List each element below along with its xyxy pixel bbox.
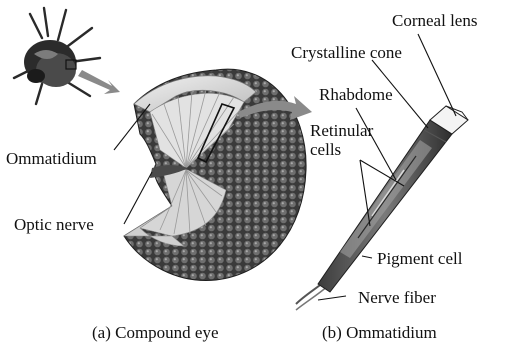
label-crystalline-cone: Crystalline cone	[291, 44, 402, 62]
label-optic-nerve: Optic nerve	[14, 216, 94, 234]
caption-a: (a) Compound eye	[92, 324, 219, 342]
label-retinular-cells: Retinular cells	[310, 122, 373, 159]
zoom-arrow-1	[78, 70, 120, 94]
label-corneal-lens: Corneal lens	[392, 12, 477, 30]
caption-b: (b) Ommatidium	[322, 324, 437, 342]
label-nerve-fiber: Nerve fiber	[358, 289, 436, 307]
label-rhabdome: Rhabdome	[319, 86, 393, 104]
label-pigment-cell: Pigment cell	[377, 250, 462, 268]
fly-icon	[14, 8, 100, 104]
label-ommatidium: Ommatidium	[6, 150, 97, 168]
